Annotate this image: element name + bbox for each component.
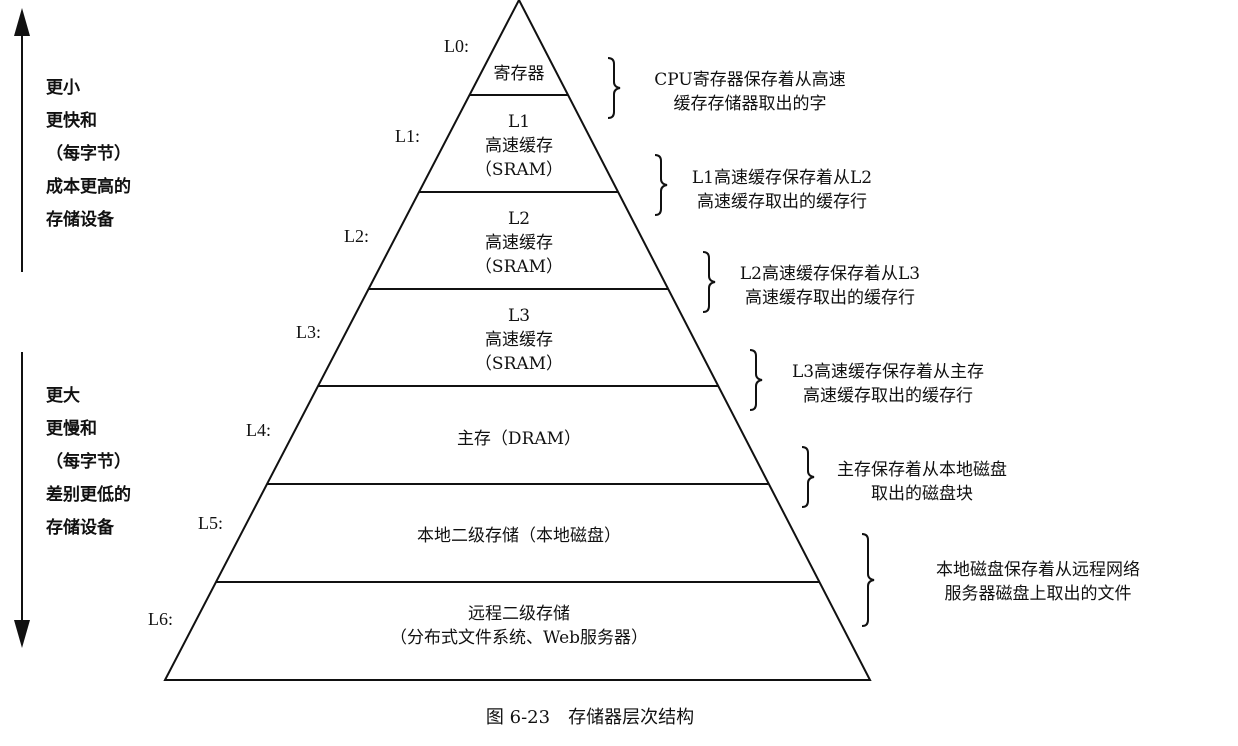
text-line: 高速缓存 xyxy=(484,136,553,156)
text-line: 差别更低的 xyxy=(46,485,131,505)
note-l2: L2高速缓存保存着从L3 高速缓存取出的缓存行 xyxy=(740,262,920,310)
brace xyxy=(702,251,716,313)
layer-main-memory: 主存（DRAM） xyxy=(457,427,581,451)
text-line: 高速缓存取出的缓存行 xyxy=(697,192,867,212)
brace xyxy=(749,349,763,411)
note-l0: CPU寄存器保存着从高速 缓存存储器取出的字 xyxy=(654,68,845,116)
level-label-l5: L5: xyxy=(198,513,223,533)
level-label-l6: L6: xyxy=(148,609,173,629)
level-label-l0: L0: xyxy=(444,36,469,56)
note-l3: L3高速缓存保存着从主存 高速缓存取出的缓存行 xyxy=(792,360,984,408)
text-line: 存储设备 xyxy=(46,210,114,230)
text-line: 本地磁盘保存着从远程网络 xyxy=(936,560,1140,580)
layer-l3-cache: L3 高速缓存 （SRAM） xyxy=(475,304,563,376)
text-line: 存储设备 xyxy=(46,518,114,538)
brace xyxy=(801,446,815,508)
figure-caption: 图 6-23 存储器层次结构 xyxy=(485,707,695,728)
text-line: 更快和 xyxy=(46,111,97,131)
text-line: （SRAM） xyxy=(474,354,564,374)
down-arrowhead xyxy=(14,620,30,648)
text-line: 高速缓存取出的缓存行 xyxy=(802,386,973,406)
note-l5: 本地磁盘保存着从远程网络 服务器磁盘上取出的文件 xyxy=(936,558,1140,606)
layer-l1-cache: L1 高速缓存 （SRAM） xyxy=(475,110,563,182)
text-line: 成本更高的 xyxy=(46,177,131,197)
text-line: （SRAM） xyxy=(474,160,564,180)
text-line: L2高速缓存保存着从L3 xyxy=(739,264,921,284)
level-label-l2: L2: xyxy=(344,226,369,246)
text-line: 更小 xyxy=(46,78,80,98)
text-line: L3 xyxy=(507,306,531,326)
up-arrowhead xyxy=(14,8,30,36)
text-line: L2 xyxy=(507,209,531,229)
layer-local-storage: 本地二级存储（本地磁盘） xyxy=(417,524,621,548)
text-line: 服务器磁盘上取出的文件 xyxy=(944,584,1132,604)
text-line: L3高速缓存保存着从主存 xyxy=(791,362,985,382)
text-line: （每字节） xyxy=(46,452,131,472)
text-line: 更大 xyxy=(46,386,80,406)
note-l1: L1高速缓存保存着从L2 高速缓存取出的缓存行 xyxy=(692,166,872,214)
text-line: 本地二级存储（本地磁盘） xyxy=(417,526,621,546)
pyramid-outline xyxy=(163,0,872,681)
text-line: 高速缓存 xyxy=(484,330,553,350)
text-line: L1高速缓存保存着从L2 xyxy=(691,168,873,188)
text-line: 主存（DRAM） xyxy=(456,429,582,449)
text-line: 远程二级存储 xyxy=(468,604,570,624)
layer-registers: 寄存器 xyxy=(494,62,545,86)
text-line: 寄存器 xyxy=(493,64,545,84)
level-label-l4: L4: xyxy=(246,420,271,440)
text-line: L1 xyxy=(507,112,531,132)
text-line: CPU寄存器保存着从高速 xyxy=(654,70,846,90)
text-line: 更慢和 xyxy=(46,419,97,439)
layer-remote-storage: 远程二级存储 （分布式文件系统、Web服务器） xyxy=(390,602,648,650)
text-line: （SRAM） xyxy=(474,257,564,277)
text-line: （分布式文件系统、Web服务器） xyxy=(389,628,649,648)
text-line: （每字节） xyxy=(46,144,131,164)
brace xyxy=(607,57,621,119)
lower-description: 更大 更慢和 （每字节） 差别更低的 存储设备 xyxy=(46,380,131,545)
upper-description: 更小 更快和 （每字节） 成本更高的 存储设备 xyxy=(46,72,131,237)
brace xyxy=(654,154,668,216)
text-line: 主存保存着从本地磁盘 xyxy=(837,460,1007,480)
note-l4: 主存保存着从本地磁盘 取出的磁盘块 xyxy=(837,458,1007,506)
text-line: 取出的磁盘块 xyxy=(871,484,973,504)
brace xyxy=(861,533,875,627)
level-label-l1: L1: xyxy=(395,126,420,146)
level-label-l3: L3: xyxy=(296,322,321,342)
text-line: 缓存存储器取出的字 xyxy=(673,94,827,114)
layer-l2-cache: L2 高速缓存 （SRAM） xyxy=(475,207,563,279)
text-line: 高速缓存取出的缓存行 xyxy=(745,288,915,308)
text-line: 高速缓存 xyxy=(484,233,553,253)
